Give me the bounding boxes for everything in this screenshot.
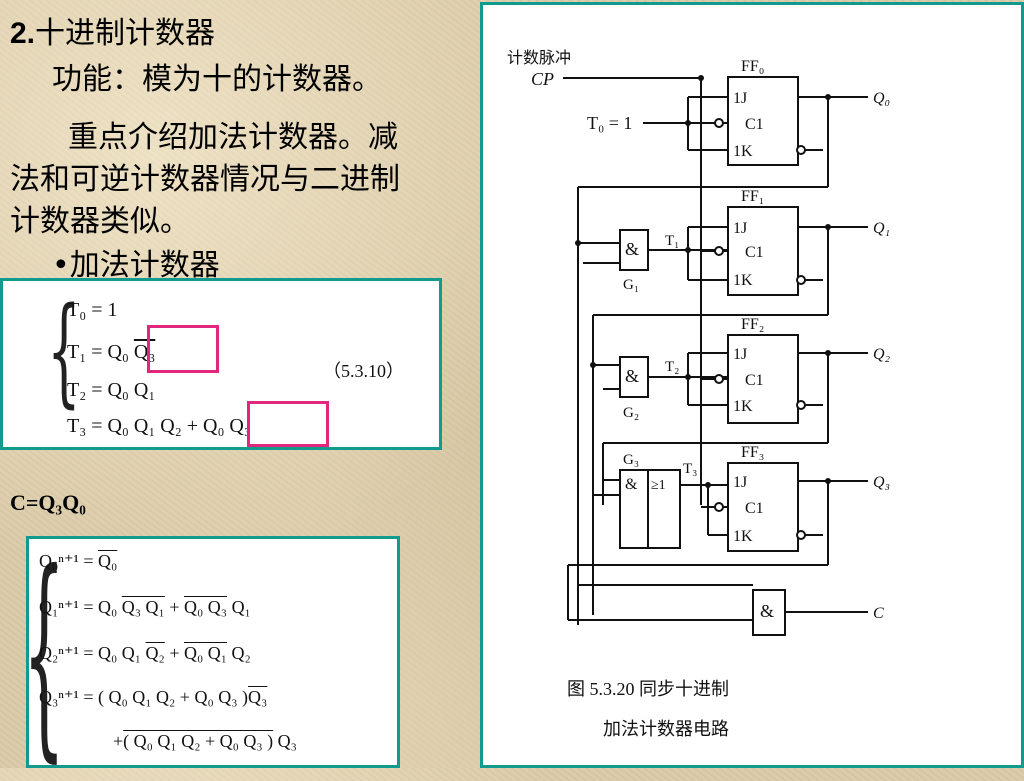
input-label: 计数脉冲 xyxy=(507,49,571,67)
eq-q1-left: Q₁ⁿ⁺¹ = Q₀ xyxy=(39,597,118,617)
g1-label: G₁ xyxy=(623,277,639,293)
ff0-k: 1K xyxy=(733,143,753,160)
eq-q1-bar2: Q₀ Q₃ xyxy=(184,597,228,617)
g2-label: G₂ xyxy=(623,405,639,421)
body-line-2: 法和可逆计数器情况与二进制 xyxy=(10,162,400,197)
ff1-k: 1K xyxy=(733,272,753,289)
q3-label: Q₃ xyxy=(873,474,890,491)
g3-and-symbol: & xyxy=(625,476,638,493)
gc-and-symbol: & xyxy=(760,601,774,621)
ff3-k: 1K xyxy=(733,528,753,545)
left-brace: { xyxy=(47,281,81,419)
t2-label: T₂ xyxy=(665,359,679,375)
carry-equation: C=Q₃Q₀ xyxy=(10,490,86,515)
eq-t3-left: T₃ = Q₀ Q₁ Q₂ + xyxy=(67,415,198,437)
g3-label: G₃ xyxy=(623,452,639,468)
section-title: 十进制计数器 xyxy=(35,16,216,51)
equation-ref-number: （5.3.10） xyxy=(323,361,404,381)
eq-q2-plus: + xyxy=(164,643,184,663)
ff0-label: FF₀ xyxy=(741,58,764,75)
highlight-box-q0q3 xyxy=(247,401,329,447)
eq-q1-tail: Q₁ xyxy=(227,597,251,617)
ff1-c: C1 xyxy=(745,244,764,261)
eq-t3-q0q3: Q₀ Q₃ xyxy=(203,415,251,437)
g2-and-symbol: & xyxy=(625,366,639,386)
ff3-label: FF₃ xyxy=(741,444,764,461)
body-line-3: 计数器类似。 xyxy=(10,204,190,239)
highlight-box-q3bar xyxy=(147,325,219,373)
g3-or-symbol: ≥1 xyxy=(651,478,666,493)
eq-q2-bar2: Q₀ Q₁ xyxy=(183,643,228,663)
eq-q2-tail: Q₂ xyxy=(227,643,251,663)
eq-t2: T₂ = Q₀ Q₁ xyxy=(67,379,156,401)
ff2-c: C1 xyxy=(745,372,764,389)
equation-panel-1: { T₀ = 1 T₁ = Q₀ Q₃ T₂ = Q₀ Q₁ T₃ = Q₀ Q… xyxy=(0,278,442,450)
ff0-c: C1 xyxy=(745,116,764,133)
eq-q3-next: Q₃ⁿ⁺¹ = ( Q₀ Q₁ Q₂ + Q₀ Q₃ )Q₃ xyxy=(39,687,267,708)
t3-label: T₃ xyxy=(683,461,697,477)
eq-q2-next: Q₂ⁿ⁺¹ = Q₀ Q₁ Q₂ + Q₀ Q₁ Q₂ xyxy=(39,643,251,664)
left-brace-2: { xyxy=(23,525,65,781)
eq-q3-bar: Q₃ xyxy=(248,687,268,707)
eq-q3-tail: Q₃ xyxy=(273,731,297,751)
eq-q1-bars: Q₃ Q₁ xyxy=(121,597,165,617)
ff2-k: 1K xyxy=(733,398,753,415)
q2-label: Q₂ xyxy=(873,346,891,363)
eq-t1: T₁ = Q₀ Q₃ xyxy=(67,341,155,364)
eq-q2-bar: Q₂ xyxy=(145,643,165,663)
eq-q3-cont: +( Q₀ Q₁ Q₂ + Q₀ Q₃ ) Q₃ xyxy=(113,731,297,752)
cp-label: CP xyxy=(531,69,554,89)
equation-panel-2: { Q₀ⁿ⁺¹ = Q₀ Q₁ⁿ⁺¹ = Q₀ Q₃ Q₁ + Q₀ Q₃ Q₁… xyxy=(23,525,400,781)
t1-label: T₁ xyxy=(665,233,679,249)
eq-q1-plus: + xyxy=(164,597,184,617)
body-line-1: 重点介绍加法计数器。减 xyxy=(68,120,398,155)
function-line: 功能：模为十的计数器。 xyxy=(52,62,382,97)
ff3-c: C1 xyxy=(745,500,764,517)
section-number: 2. xyxy=(10,17,36,50)
ff2-label: FF₂ xyxy=(741,316,764,333)
eq-q2-left: Q₂ⁿ⁺¹ = Q₀ Q₁ xyxy=(39,643,142,663)
bullet-adder-counter: •加法计数器 xyxy=(52,248,220,283)
eq-q0-left: Q₀ⁿ⁺¹ = xyxy=(39,551,98,571)
eq-q3-left: Q₃ⁿ⁺¹ = ( Q₀ Q₁ Q₂ + Q₀ Q₃ ) xyxy=(39,687,249,707)
c-output-label: C xyxy=(873,605,884,622)
q1-label: Q₁ xyxy=(873,220,890,237)
ff1-label: FF₁ xyxy=(741,188,764,205)
counter-circuit-diagram: 计数脉冲 CP T₀ = 1 FF₀ FF₁ FF₂ FF₃ 1J C1 1K … xyxy=(507,49,891,739)
ff0-j: 1J xyxy=(733,90,747,107)
eq-q0-next: Q₀ⁿ⁺¹ = Q₀ xyxy=(39,551,117,572)
q0-label: Q₀ xyxy=(873,90,890,107)
g1-and-symbol: & xyxy=(625,239,639,259)
ff2-j: 1J xyxy=(733,346,747,363)
eq-q3-bar-group: ( Q₀ Q₁ Q₂ + Q₀ Q₃ ) xyxy=(123,731,274,751)
eq-t1-left: T₁ = Q₀ xyxy=(67,341,129,363)
ff1-j: 1J xyxy=(733,220,747,237)
ff3-j: 1J xyxy=(733,474,747,491)
circuit-panel: 计数脉冲 CP T₀ = 1 FF₀ FF₁ FF₂ FF₃ 1J C1 1K … xyxy=(480,2,1024,768)
eq-q0-bar: Q₀ xyxy=(98,551,118,571)
caption-line-1: 图 5.3.20 同步十进制 xyxy=(567,679,729,699)
eq-q1-next: Q₁ⁿ⁺¹ = Q₀ Q₃ Q₁ + Q₀ Q₃ Q₁ xyxy=(39,597,251,618)
eq-q3-plus: + xyxy=(113,731,124,751)
section-heading: 2.十进制计数器 xyxy=(10,8,215,52)
caption-line-2: 加法计数器电路 xyxy=(603,719,729,739)
t0-label: T₀ = 1 xyxy=(587,113,632,133)
eq-t3: T₃ = Q₀ Q₁ Q₂ + Q₀ Q₃ xyxy=(67,415,251,438)
eq-t0: T₀ = 1 xyxy=(67,299,118,321)
